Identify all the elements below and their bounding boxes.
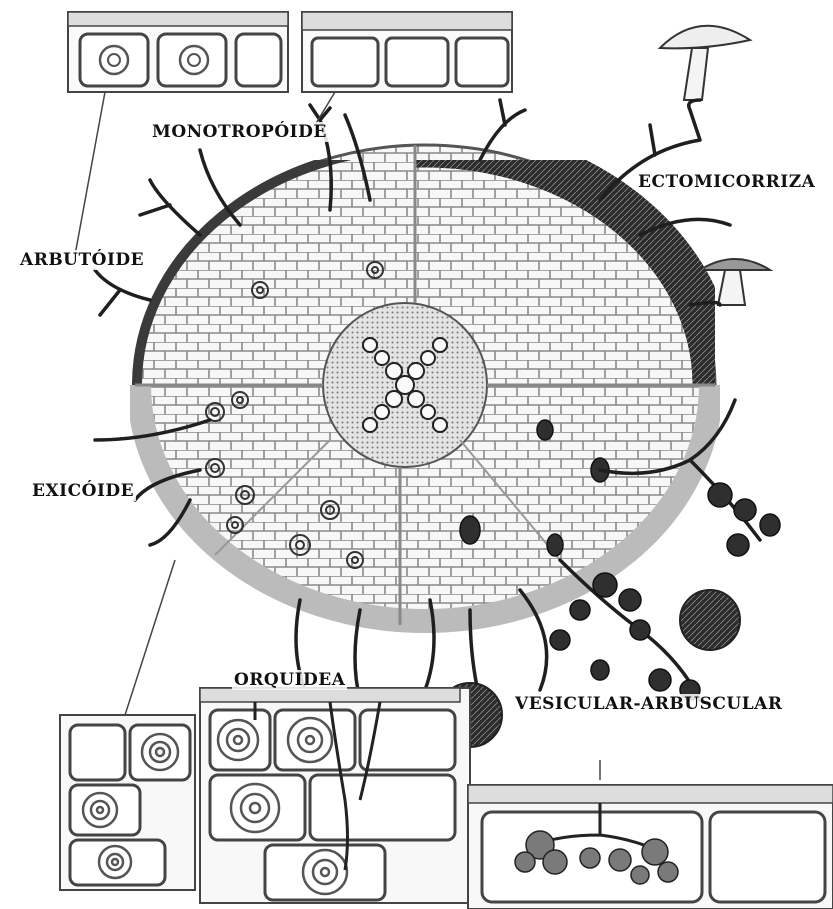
ericoid-inset [60,715,195,890]
label-arbutoide: ARBUTÓIDE [18,250,146,270]
arbutoid-inset [68,12,288,92]
arbuscular-inset [468,785,833,909]
label-orquidea: ORQUIDEA [232,670,347,690]
label-exicoide: EXICÓIDE [30,481,136,501]
monotropoid-inset [302,12,512,92]
label-vesicular-arbuscular: VESICULAR-ARBUSCULAR [513,694,784,714]
mushroom-icon [660,26,750,100]
label-ectomicorriza: ECTOMICORRIZA [636,172,817,192]
label-monotropoide: MONOTROPÓIDE [150,122,329,142]
root-cross-section [135,145,715,625]
orchid-inset [200,688,470,903]
